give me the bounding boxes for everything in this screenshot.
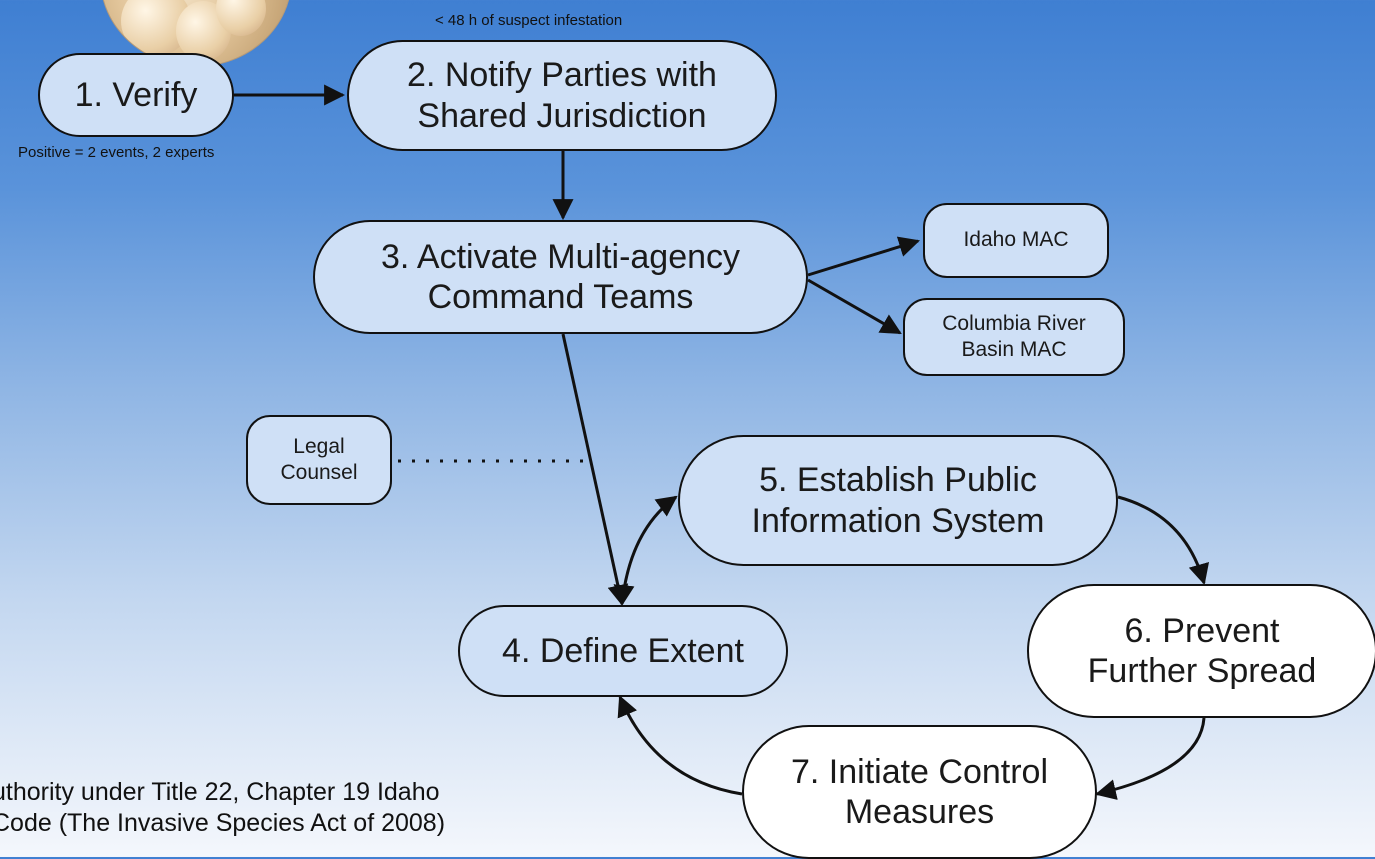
node-legal-counsel: Legal Counsel: [246, 415, 392, 505]
arrow-control-to-define: [617, 695, 743, 796]
timing-annotation: < 48 h of suspect infestation: [435, 12, 623, 29]
arrow-define-to-public: [613, 495, 678, 607]
node-initiate-control: 7. Initiate Control Measures: [742, 725, 1097, 859]
node-idaho-mac: Idaho MAC: [923, 203, 1109, 278]
verify-annotation: Positive = 2 events, 2 experts: [18, 144, 215, 161]
node-verify: 1. Verify: [38, 53, 234, 137]
node-notify-parties: 2. Notify Parties with Shared Jurisdicti…: [347, 40, 777, 151]
arrow-activate-to-columbia: [807, 278, 902, 335]
authority-footnote: uthority under Title 22, Chapter 19 Idah…: [0, 778, 446, 837]
arrow-activate-to-idaho: [807, 236, 921, 277]
node-activate-command-teams: 3. Activate Multi-agency Command Teams: [313, 220, 808, 334]
arrow-prevent-to-control: [1094, 717, 1206, 800]
photo-inset: [100, 0, 292, 67]
arrow-public-to-prevent: [1117, 495, 1210, 586]
node-columbia-river-mac: Columbia River Basin MAC: [903, 298, 1125, 376]
node-define-extent: 4. Define Extent: [458, 605, 788, 697]
node-public-information: 5. Establish Public Information System: [678, 435, 1118, 566]
arrow-activate-to-define: [561, 333, 629, 607]
node-prevent-spread: 6. Prevent Further Spread: [1027, 584, 1375, 718]
